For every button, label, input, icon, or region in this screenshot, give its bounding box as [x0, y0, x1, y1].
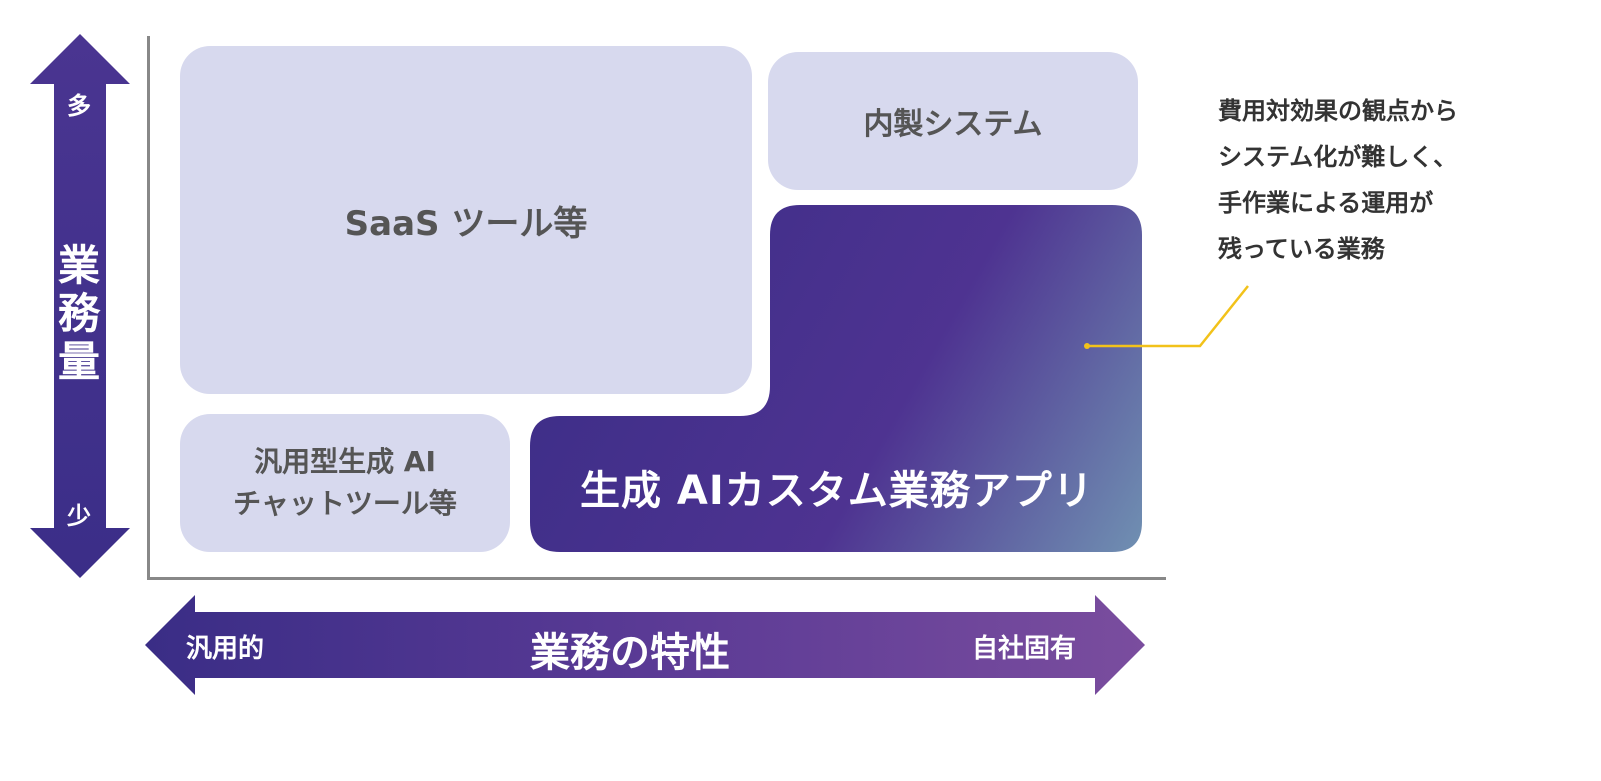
annotation-line: システム化が難しく、	[1218, 143, 1458, 171]
vertical-axis-title-char: 業	[57, 241, 100, 290]
custom-ai-app-label: 生成 AIカスタム業務アプリ	[580, 468, 1094, 514]
vertical-axis-bottom-label: 少	[67, 502, 91, 530]
generic-ai-label-line-2: チャットツール等	[233, 487, 457, 520]
annotation-line: 費用対効果の観点から	[1218, 97, 1458, 125]
horizontal-axis-left-label: 汎用的	[186, 634, 265, 664]
vertical-axis-title: 業 務 量	[52, 242, 106, 386]
vertical-axis-line	[147, 36, 150, 580]
generic-ai-label-line-1: 汎用型生成 AI	[254, 445, 436, 478]
vertical-axis-title-char: 務	[57, 289, 100, 338]
vertical-axis-title-char: 量	[57, 337, 100, 386]
inhouse-system-label: 内製システム	[863, 107, 1043, 142]
saas-tools-label: SaaS ツール等	[344, 203, 588, 244]
saas-tools-box: SaaS ツール等	[180, 46, 752, 394]
annotation-line: 残っている業務	[1218, 235, 1385, 263]
generic-ai-chat-box: 汎用型生成 AI チャットツール等	[180, 414, 510, 552]
horizontal-axis-title: 業務の特性	[530, 630, 730, 676]
annotation-line: 手作業による運用が	[1218, 189, 1434, 217]
inhouse-system-box: 内製システム	[768, 52, 1138, 190]
vertical-axis-top-label: 多	[67, 92, 91, 120]
horizontal-axis-line	[147, 577, 1166, 580]
horizontal-axis-right-label: 自社固有	[972, 634, 1077, 664]
annotation-note: 費用対効果の観点から システム化が難しく、 手作業による運用が 残っている業務	[1218, 88, 1458, 272]
